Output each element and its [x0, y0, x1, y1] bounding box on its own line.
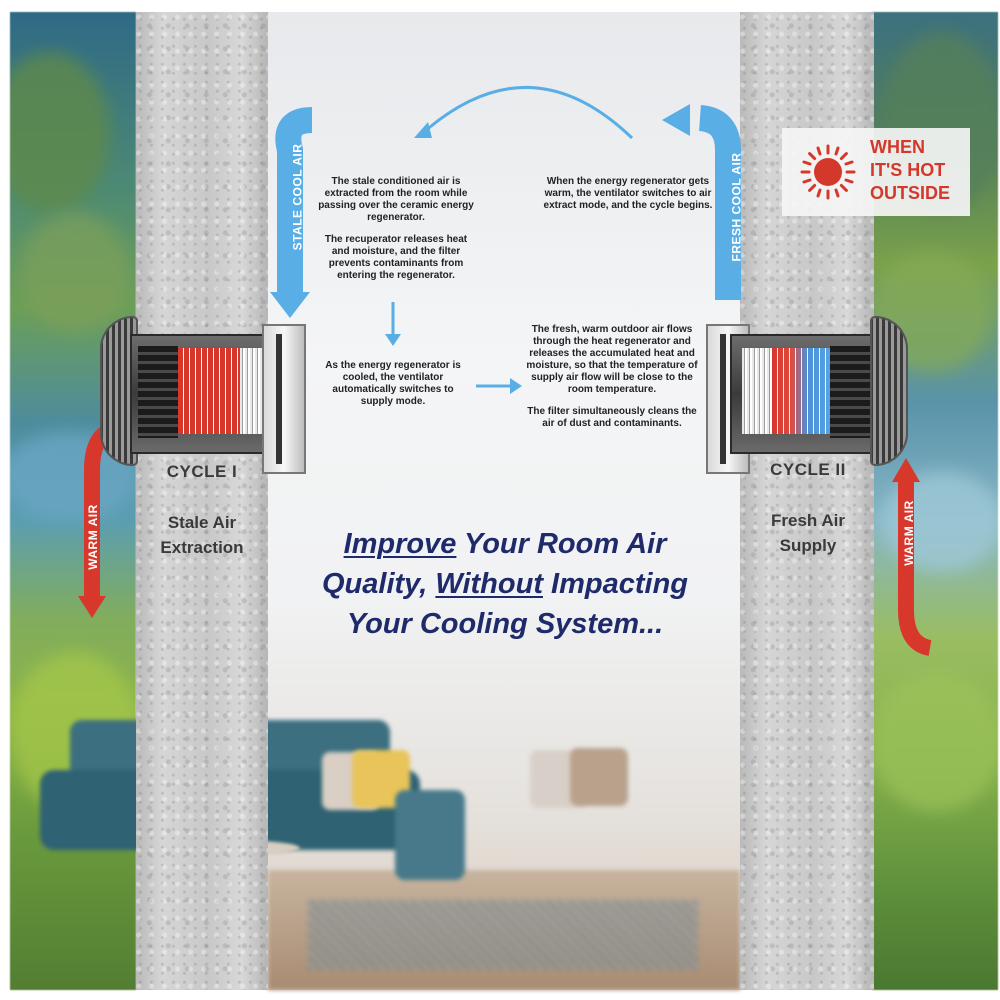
fan-left — [138, 346, 178, 438]
headline-part: Your Room Air — [456, 528, 667, 560]
armchair — [395, 790, 465, 880]
cycle1-text-2: The recuperator releases heat and moistu… — [324, 234, 468, 281]
ceramic-regenerator-right — [772, 348, 836, 434]
cycle2-description: The fresh, warm outdoor air flows throug… — [522, 324, 702, 440]
filter-right — [742, 348, 772, 434]
headline-line3: Your Cooling System... — [346, 608, 664, 640]
hot-outside-badge: WHEN IT'S HOT OUTSIDE — [782, 128, 970, 216]
headline-improve: Improve — [343, 528, 457, 560]
cycle1-subtitle: Stale Air Extraction — [140, 510, 264, 560]
cycle1-text-1: The stale conditioned air is extracted f… — [318, 176, 474, 223]
badge-text: WHEN IT'S HOT OUTSIDE — [870, 136, 950, 205]
stale-cool-air-label: STALE COOL AIR — [290, 143, 305, 251]
headline-without: Without — [435, 568, 543, 600]
badge-line3: OUTSIDE — [870, 183, 951, 203]
cycle1-title: CYCLE I — [166, 462, 238, 481]
fan-right — [830, 346, 870, 438]
ceramic-regenerator-left — [178, 348, 242, 434]
cycle2-title: CYCLE II — [770, 460, 846, 479]
cycle1-subtitle-line2: Extraction — [160, 538, 244, 557]
warm-air-arrow-right — [898, 478, 932, 656]
cycle-arc-arrow — [423, 85, 634, 140]
inner-cap-left — [262, 324, 306, 474]
cycle2-text-3: The filter simultaneously cleans the air… — [527, 406, 697, 429]
cycle1-subtitle-line1: Stale Air — [167, 513, 237, 532]
cycle2-text-2: The fresh, warm outdoor air flows throug… — [526, 324, 698, 395]
stale-cool-air-arrow — [275, 107, 313, 292]
sun-icon — [800, 144, 856, 200]
badge-line1: WHEN — [870, 137, 925, 157]
cushion — [570, 748, 628, 806]
fresh-cool-air-label: FRESH COOL AIR — [729, 152, 744, 262]
headline-part: Impacting — [542, 568, 688, 600]
warm-air-label-left: WARM AIR — [85, 504, 100, 570]
fresh-cool-air-arrow — [698, 105, 741, 300]
cycle2-subtitle: Fresh Air Supply — [748, 508, 868, 558]
rug — [308, 900, 698, 970]
cycle1-text-3: As the energy regenerator is cooled, the… — [325, 360, 461, 407]
wall-left — [136, 12, 268, 990]
headline-part: Quality, — [322, 568, 436, 600]
cycle1-description: The stale conditioned air is extracted f… — [316, 176, 476, 292]
cycle2-subtitle-line1: Fresh Air — [770, 511, 845, 530]
cycle2-subtitle-line2: Supply — [779, 536, 837, 555]
headline: Improve Your Room Air Quality, Without I… — [290, 524, 720, 644]
cycle2-text-1: When the energy regenerator gets warm, t… — [543, 176, 713, 211]
warm-air-label-right: WARM AIR — [901, 500, 916, 566]
badge-line2: IT'S HOT — [870, 160, 946, 180]
outer-grille-right — [870, 316, 908, 466]
